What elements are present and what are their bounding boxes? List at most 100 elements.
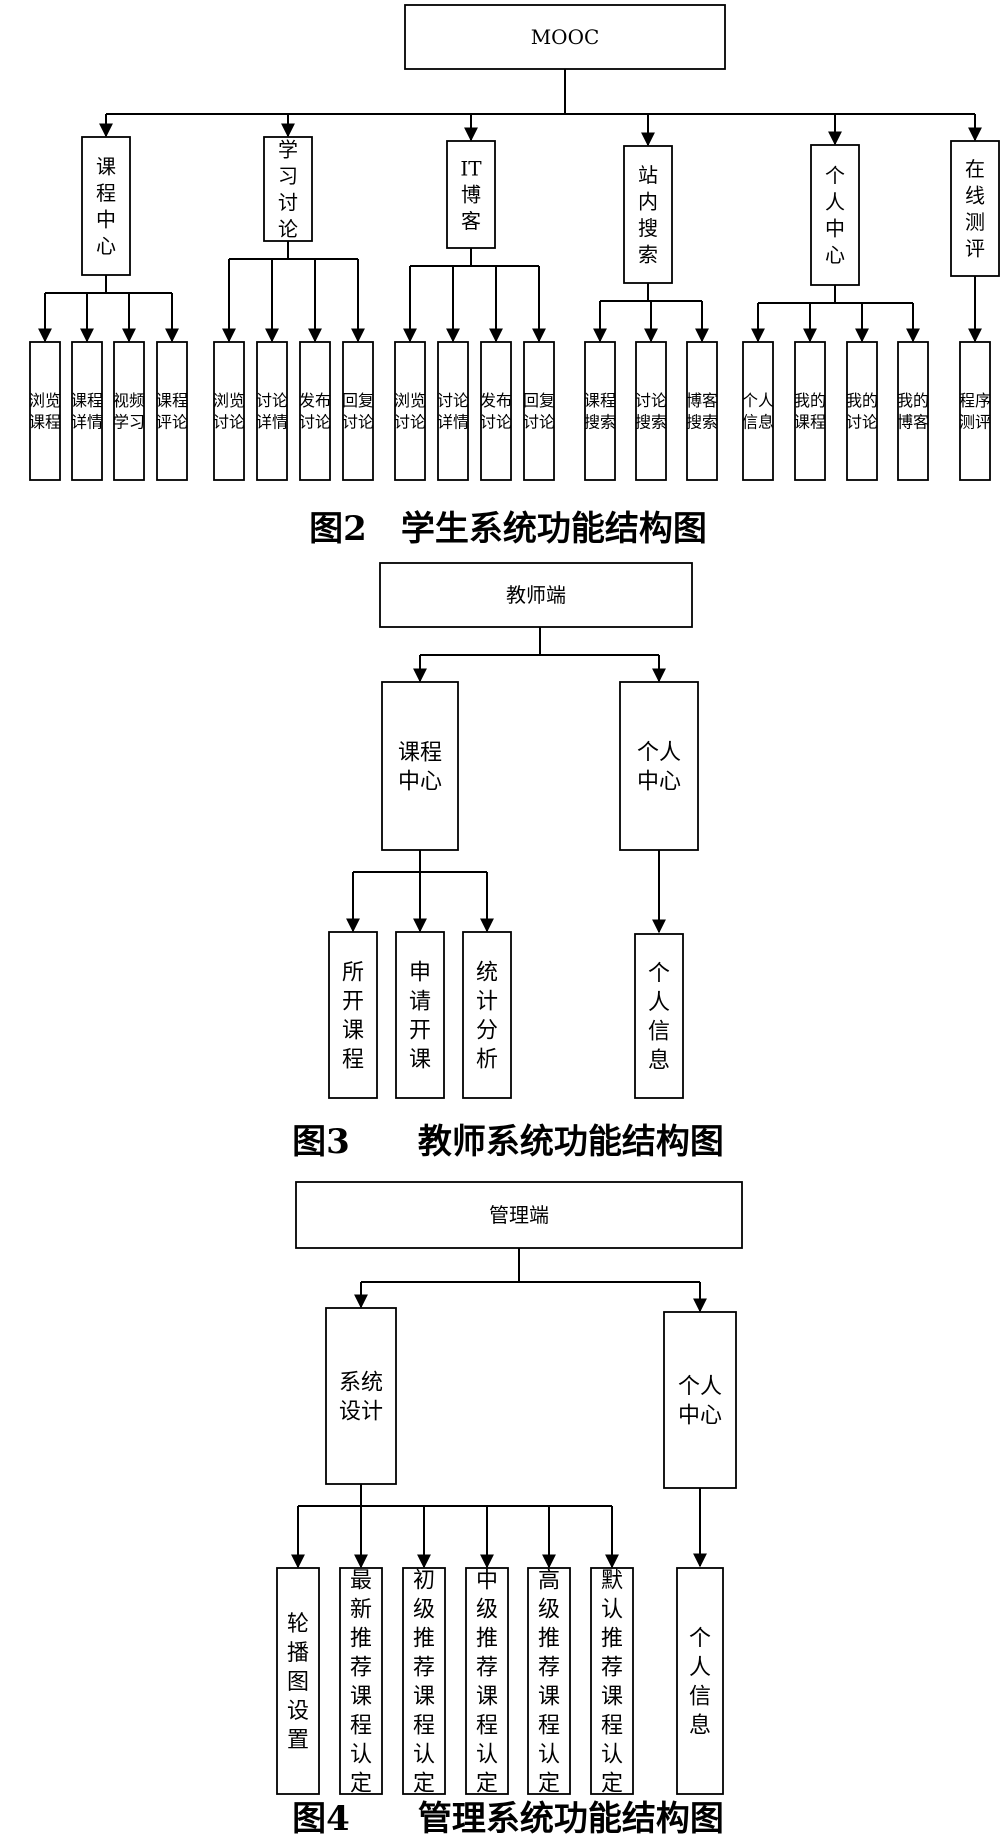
figure-2-caption: 图2 学生系统功能结构图 — [309, 509, 707, 549]
group-box-t1: 个人中心 — [619, 681, 699, 851]
leaf-box-5-0-frame — [959, 341, 991, 481]
group-box-t0: 课程中心 — [381, 681, 459, 851]
leaf-box-0-2: 视频学习 — [113, 341, 145, 481]
leaf-box-4-3: 我的博客 — [897, 341, 929, 481]
leaf-box-0-3: 课程评论 — [156, 341, 188, 481]
leaf-box-2-0-label: 浏览讨论 — [394, 391, 426, 431]
group-box-2-frame — [446, 140, 496, 249]
leaf-box-a0-4: 高级推荐课程认定 — [527, 1567, 571, 1797]
leaf-box-4-2-frame — [846, 341, 878, 481]
leaf-box-t0-0-label: 所开课程 — [342, 960, 364, 1072]
root-box-teacher: 教师端 — [379, 562, 693, 628]
leaf-box-4-0-frame — [742, 341, 774, 481]
group-box-4: 个人中心 — [810, 144, 860, 286]
group-box-a0-frame — [325, 1307, 397, 1485]
leaf-box-5-0: 程序测评 — [959, 341, 991, 481]
group-box-a1: 个人中心 — [663, 1311, 737, 1489]
leaf-box-1-2-label: 发布讨论 — [299, 391, 331, 431]
leaf-box-3-2-label: 博客搜索 — [686, 391, 718, 431]
leaf-box-a0-3-frame — [465, 1567, 509, 1795]
leaf-box-4-1-frame — [794, 341, 826, 481]
leaf-box-0-0-frame — [29, 341, 61, 481]
leaf-box-1-1-frame — [256, 341, 288, 481]
leaf-box-1-2: 发布讨论 — [299, 341, 331, 481]
leaf-box-2-2-frame — [480, 341, 512, 481]
leaf-box-a0-5-label: 默认推荐课程认定 — [601, 1568, 623, 1796]
leaf-box-3-0-label: 课程搜索 — [584, 391, 616, 431]
leaf-box-4-2-label: 我的讨论 — [846, 391, 878, 431]
leaf-box-3-1-label: 讨论搜索 — [635, 391, 667, 431]
group-box-5-label: 在线测评 — [965, 157, 985, 260]
leaf-box-t0-2-label: 统计分析 — [476, 960, 498, 1072]
root-box-admin-label: 管理端 — [489, 1203, 549, 1227]
leaf-box-a0-0: 轮播图设置 — [276, 1567, 320, 1795]
leaf-box-a0-5: 默认推荐课程认定 — [590, 1567, 634, 1797]
leaf-box-t0-2-frame — [462, 931, 512, 1099]
leaf-box-a0-4-label: 高级推荐课程认定 — [538, 1568, 560, 1796]
leaf-box-4-0-label: 个人信息 — [742, 391, 774, 431]
leaf-box-t1-0: 个人信息 — [634, 933, 684, 1099]
group-box-0-label: 课程中心 — [96, 155, 116, 258]
leaf-box-3-2: 博客搜索 — [686, 341, 718, 481]
group-box-t1-label: 个人中心 — [637, 740, 681, 794]
figure-3-caption: 图3 教师系统功能结构图 — [292, 1122, 724, 1162]
leaf-box-1-0-frame — [213, 341, 245, 481]
group-box-t0-label: 课程中心 — [398, 740, 442, 794]
leaf-box-1-1: 讨论详情 — [256, 341, 288, 481]
group-box-5: 在线测评 — [950, 140, 1000, 277]
leaf-box-0-1-label: 课程详情 — [71, 391, 103, 431]
leaf-box-2-2-label: 发布讨论 — [480, 391, 512, 431]
leaf-box-t0-1-label: 申请开课 — [409, 960, 431, 1072]
leaf-box-a0-2: 初级推荐课程认定 — [402, 1567, 446, 1797]
group-box-0: 课程中心 — [81, 136, 131, 276]
leaf-box-2-2: 发布讨论 — [480, 341, 512, 481]
leaf-box-a0-1-label: 最新推荐课程认定 — [350, 1568, 372, 1796]
root-box-admin: 管理端 — [295, 1181, 743, 1249]
group-box-1-frame — [263, 136, 313, 242]
leaf-box-1-3-frame — [342, 341, 374, 481]
group-box-3: 站内搜索 — [623, 145, 673, 284]
leaf-box-0-1-frame — [71, 341, 103, 481]
leaf-box-3-1: 讨论搜索 — [635, 341, 667, 481]
leaf-box-4-1-label: 我的课程 — [794, 391, 826, 431]
leaf-box-4-2: 我的讨论 — [846, 341, 878, 481]
group-box-t0-frame — [381, 681, 459, 851]
leaf-box-t0-2: 统计分析 — [462, 931, 512, 1099]
leaf-box-1-1-label: 讨论详情 — [256, 391, 288, 431]
leaf-box-2-1-frame — [437, 341, 469, 481]
leaf-box-a0-1-frame — [339, 1567, 383, 1795]
group-box-0-frame — [81, 136, 131, 276]
leaf-box-3-0: 课程搜索 — [584, 341, 616, 481]
leaf-box-0-3-frame — [156, 341, 188, 481]
leaf-box-1-0-label: 浏览讨论 — [213, 391, 245, 431]
leaf-box-t1-0-label: 个人信息 — [648, 961, 670, 1073]
leaf-box-2-3-label: 回复讨论 — [523, 391, 555, 431]
leaf-box-1-3-label: 回复讨论 — [342, 391, 374, 431]
group-box-4-label: 个人中心 — [825, 164, 845, 267]
leaf-box-a0-2-label: 初级推荐课程认定 — [413, 1568, 435, 1796]
leaf-box-2-3: 回复讨论 — [523, 341, 555, 481]
leaf-box-4-3-label: 我的博客 — [897, 391, 929, 431]
leaf-box-3-1-frame — [635, 341, 667, 481]
leaf-box-2-0: 浏览讨论 — [394, 341, 426, 481]
leaf-box-1-0: 浏览讨论 — [213, 341, 245, 481]
leaf-box-a1-0: 个人信息 — [676, 1567, 724, 1795]
leaf-box-a0-5-frame — [590, 1567, 634, 1795]
group-box-a0: 系统设计 — [325, 1307, 397, 1485]
leaf-box-2-3-frame — [523, 341, 555, 481]
root-box-teacher-label: 教师端 — [506, 583, 566, 607]
leaf-box-2-0-frame — [394, 341, 426, 481]
leaf-box-4-3-frame — [897, 341, 929, 481]
leaf-box-a1-0-frame — [676, 1567, 724, 1795]
root-box-teacher-frame — [379, 562, 693, 628]
group-box-1-label: 学习讨论 — [278, 138, 298, 241]
group-box-3-frame — [623, 145, 673, 284]
leaf-box-2-1-label: 讨论详情 — [437, 391, 469, 431]
leaf-box-0-1: 课程详情 — [71, 341, 103, 481]
root-box-mooc-label: MOOC — [531, 25, 600, 49]
leaf-box-0-2-frame — [113, 341, 145, 481]
leaf-box-1-3: 回复讨论 — [342, 341, 374, 481]
leaf-box-3-2-frame — [686, 341, 718, 481]
leaf-box-4-0: 个人信息 — [742, 341, 774, 481]
